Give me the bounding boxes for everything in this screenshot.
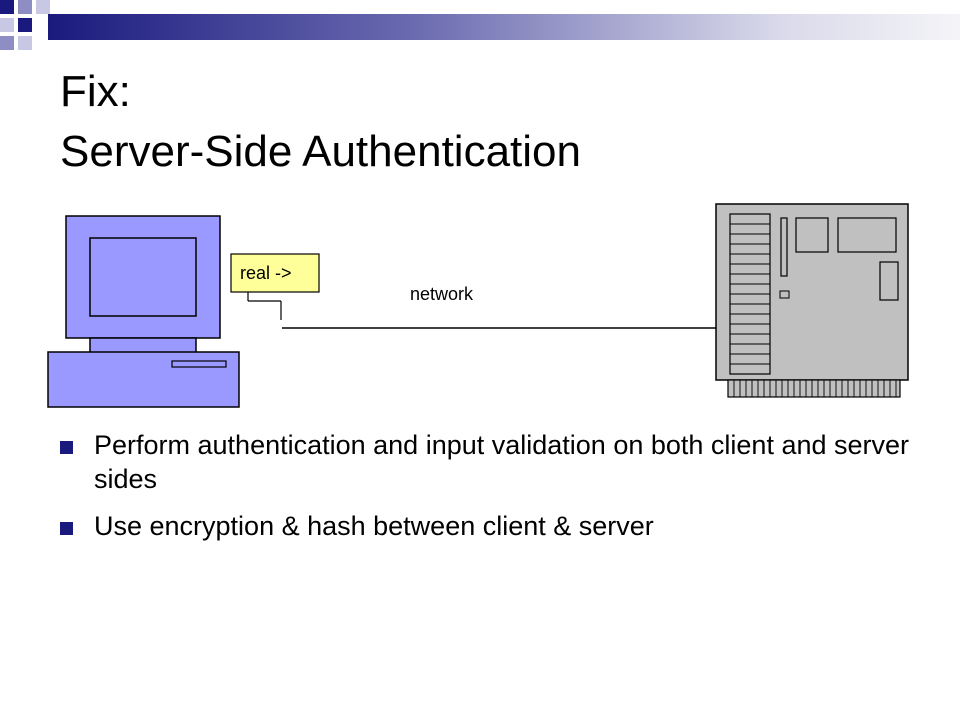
list-item: Perform authentication and input validat…: [60, 428, 920, 496]
slide-title: Fix: Server-Side Authentication: [60, 62, 581, 182]
corner-square-1: [0, 0, 14, 14]
bullet-text: Use encryption & hash between client & s…: [94, 511, 654, 541]
corner-square-4: [0, 18, 14, 32]
corner-square-5: [18, 18, 32, 32]
network-diagram: real -> network: [47, 203, 909, 408]
square-bullet-icon: [60, 522, 73, 535]
corner-square-6: [0, 36, 14, 50]
client-computer-icon: [47, 215, 240, 408]
square-bullet-icon: [60, 441, 73, 454]
corner-square-3: [36, 0, 50, 14]
corner-square-2: [18, 0, 32, 14]
header-gradient-bar: [48, 14, 960, 40]
server-icon: [715, 203, 909, 398]
callout-label: real ->: [240, 263, 292, 283]
title-line-1: Fix:: [60, 67, 131, 116]
bullet-text: Perform authentication and input validat…: [94, 430, 910, 494]
callout-real: real ->: [230, 253, 320, 320]
network-label: network: [410, 284, 474, 304]
bullet-list: Perform authentication and input validat…: [60, 428, 920, 556]
corner-square-7: [18, 36, 32, 50]
list-item: Use encryption & hash between client & s…: [60, 509, 920, 543]
title-line-2: Server-Side Authentication: [60, 127, 581, 176]
